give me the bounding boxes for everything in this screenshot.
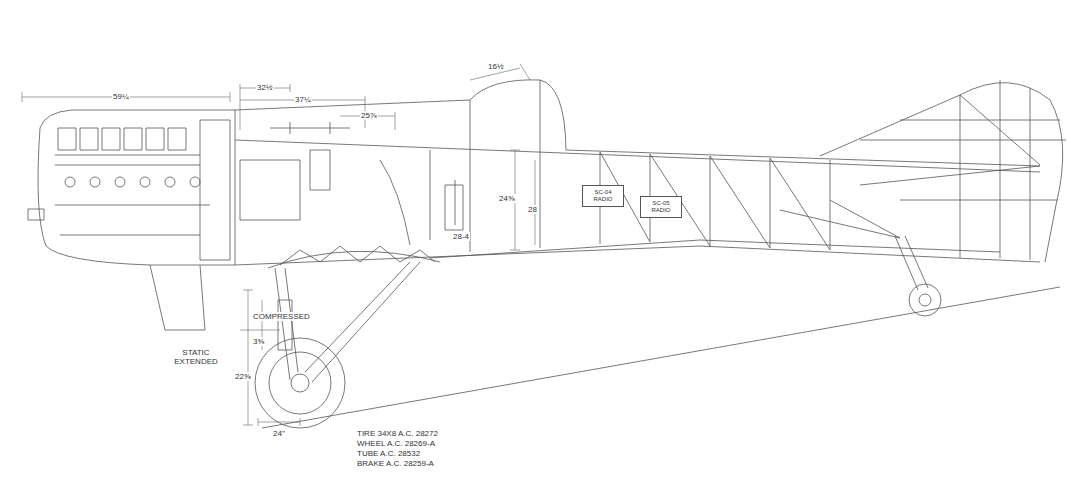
landing-gear-struts	[275, 262, 420, 382]
dimension-lines	[22, 64, 535, 426]
fuselage-top	[235, 80, 1040, 166]
dimension-label: BRAKE A.C. 28259-A	[356, 459, 435, 468]
cockpit-equipment	[240, 122, 463, 245]
wing-center-section	[268, 246, 440, 268]
radiator-scoop	[150, 265, 205, 330]
vertical-fin	[820, 83, 1063, 262]
dimension-label: 25⅞	[360, 111, 378, 120]
engine-cylinders	[55, 120, 230, 260]
dimension-label: 24"	[272, 429, 286, 438]
dimension-label: 32½	[256, 83, 274, 92]
dimension-label: 59¼	[112, 92, 130, 101]
rudder-ribs	[860, 80, 1066, 260]
tail-wheel-strut	[895, 236, 928, 290]
dimension-label: COMPRESSED	[252, 312, 311, 321]
upper-longeron	[235, 140, 1040, 172]
equipment-box: SC-05 RADIO	[640, 196, 682, 218]
propeller-hub	[28, 209, 44, 220]
dimension-label: 37¼	[294, 95, 312, 104]
tail-wheel-hub	[919, 294, 931, 306]
wheel-hub	[291, 374, 309, 392]
equipment-box: SC-04 RADIO	[582, 185, 624, 207]
dimension-label: WHEEL A.C. 28269-A	[356, 439, 436, 448]
dimension-label: 16½	[487, 62, 505, 71]
dimension-label: 3⅝	[252, 337, 265, 346]
dimension-label: 22⅝	[234, 372, 252, 381]
equipment-label: SC-05 RADIO	[644, 200, 678, 214]
engine-block	[38, 110, 235, 265]
dimension-label: TUBE A.C. 28532	[356, 449, 421, 458]
dimension-label: TIRE 34X8 A.C. 28272	[356, 429, 439, 438]
ground-line	[262, 287, 1060, 428]
lower-longeron	[430, 240, 1000, 258]
dimension-label: 28-4	[452, 232, 470, 241]
wheel-rim	[269, 352, 331, 414]
equipment-label: SC-04 RADIO	[586, 189, 620, 203]
dimension-label: STATIC EXTENDED	[172, 348, 220, 366]
dimension-label: 28	[527, 205, 538, 214]
main-wheel	[255, 338, 345, 428]
fuselage-truss	[470, 80, 1040, 252]
dimension-label: 24⅝	[498, 194, 516, 203]
